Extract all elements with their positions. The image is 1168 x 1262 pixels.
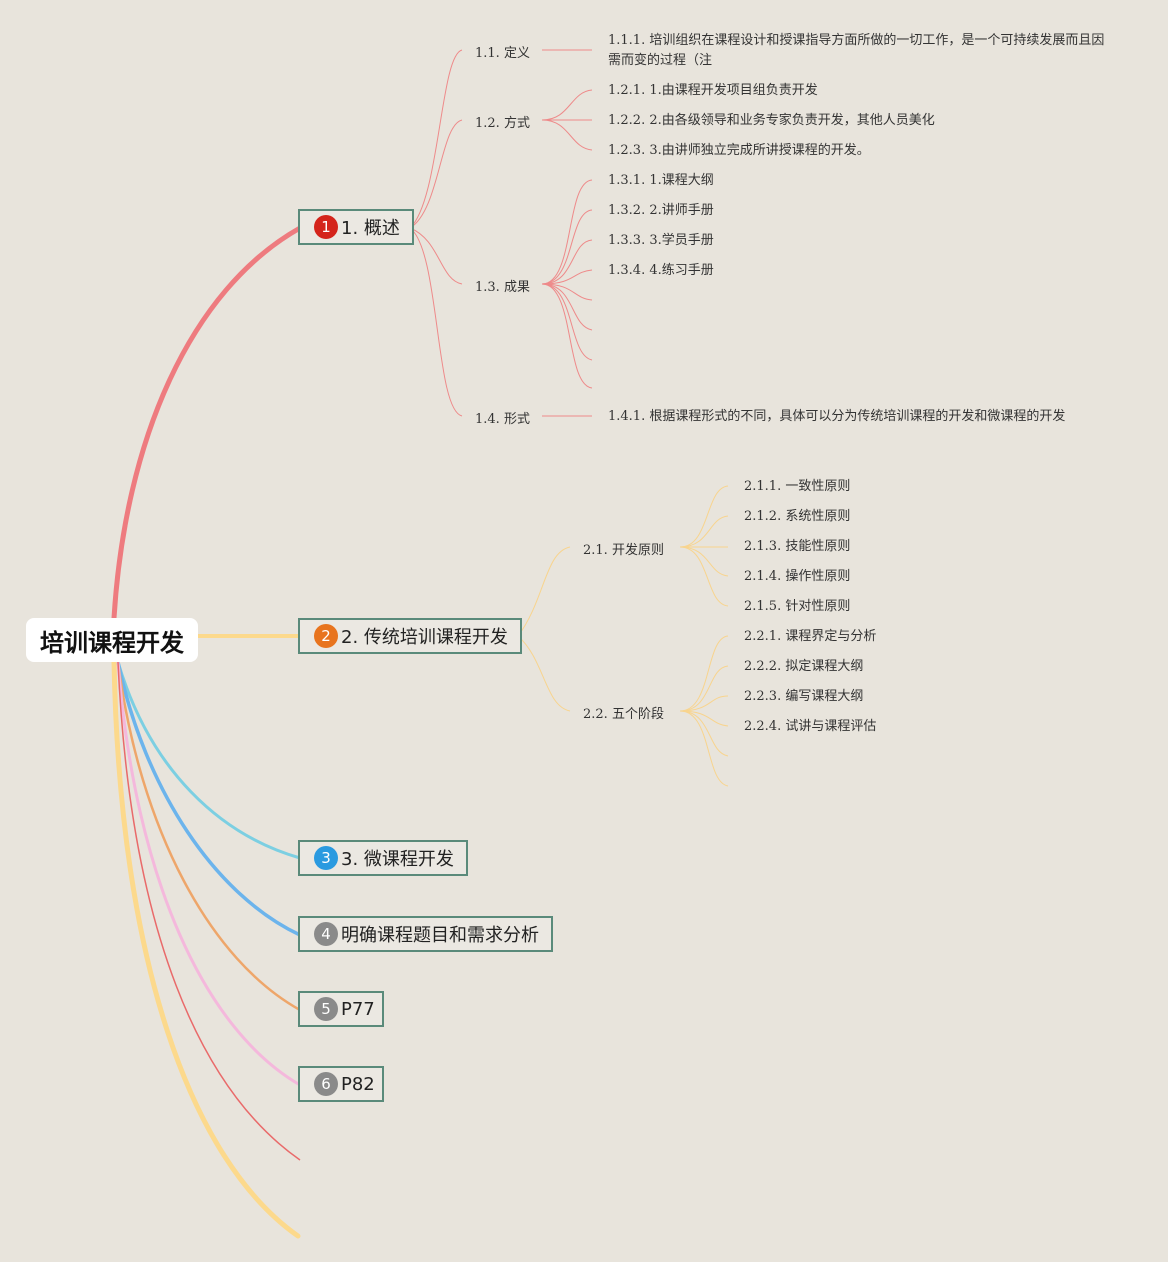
- topic-p82[interactable]: 6 P82: [298, 1066, 384, 1102]
- subtopic-definition[interactable]: 1.1. 定义: [475, 46, 530, 61]
- number-badge-2: 2: [314, 624, 338, 648]
- topic-overview-label: 1. 概述: [341, 218, 400, 239]
- leaf-1-3-4[interactable]: 1.3.4. 4.练习手册: [608, 263, 714, 278]
- leaf-2-2-3[interactable]: 2.2.3. 编写课程大纲: [744, 689, 864, 704]
- number-badge-3: 3: [314, 846, 338, 870]
- leaf-1-1-1[interactable]: 1.1.1. 培训组织在课程设计和授课指导方面所做的一切工作，是一个可持续发展而…: [608, 33, 1105, 68]
- topic-traditional-course[interactable]: 2 2. 传统培训课程开发: [298, 618, 522, 654]
- branch-line-1: [111, 225, 303, 621]
- topic-micro-course-label: 3. 微课程开发: [341, 849, 454, 870]
- leaf-2-2-1[interactable]: 2.2.1. 课程界定与分析: [744, 629, 877, 644]
- number-badge-1: 1: [314, 215, 338, 239]
- subtopic-method[interactable]: 1.2. 方式: [475, 116, 530, 131]
- branch-line-7: [117, 661, 301, 1161]
- leaf-2-2-2[interactable]: 2.2.2. 拟定课程大纲: [744, 659, 864, 674]
- number-badge-5: 5: [314, 997, 338, 1021]
- leaf-2-1-5[interactable]: 2.1.5. 针对性原则: [744, 599, 851, 614]
- subtopic-dev-principles[interactable]: 2.1. 开发原则: [583, 543, 664, 558]
- leaf-2-1-2[interactable]: 2.1.2. 系统性原则: [744, 509, 851, 524]
- topic-p77[interactable]: 5 P77: [298, 991, 384, 1027]
- leaf-1-3-2[interactable]: 1.3.2. 2.讲师手册: [608, 203, 714, 218]
- leaf-1-2-1[interactable]: 1.2.1. 1.由课程开发项目组负责开发: [608, 83, 818, 98]
- branch-line-4: [116, 661, 301, 937]
- topic-p82-label: P82: [341, 1073, 375, 1095]
- leaf-2-1-4[interactable]: 2.1.4. 操作性原则: [744, 569, 851, 584]
- number-badge-4: 4: [314, 922, 338, 946]
- leaf-2-2-4[interactable]: 2.2.4. 试讲与课程评估: [744, 719, 877, 734]
- leaf-1-4-1[interactable]: 1.4.1. 根据课程形式的不同，具体可以分为传统培训课程的开发和微课程的开发: [608, 409, 1066, 424]
- leaf-1-2-2[interactable]: 1.2.2. 2.由各级领导和业务专家负责开发，其他人员美化: [608, 113, 935, 128]
- topic-p77-label: P77: [341, 998, 375, 1020]
- topic-needs-analysis-label: 明确课程题目和需求分析: [341, 925, 539, 946]
- topic-needs-analysis[interactable]: 4 明确课程题目和需求分析: [298, 916, 553, 952]
- leaf-1-3-3[interactable]: 1.3.3. 3.学员手册: [608, 233, 714, 248]
- branch-line-6: [116, 661, 301, 1087]
- branch-line-3: [116, 661, 301, 860]
- leaf-2-1-1[interactable]: 2.1.1. 一致性原则: [744, 479, 851, 494]
- number-badge-6: 6: [314, 1072, 338, 1096]
- branch-line-8: [111, 659, 301, 1239]
- branch-line-5: [116, 661, 301, 1012]
- subtopic-outcome[interactable]: 1.3. 成果: [475, 280, 530, 295]
- subtopic-five-stages[interactable]: 2.2. 五个阶段: [583, 707, 664, 722]
- topic-micro-course[interactable]: 3 3. 微课程开发: [298, 840, 468, 876]
- leaf-1-3-1[interactable]: 1.3.1. 1.课程大纲: [608, 173, 714, 188]
- subtopic-form[interactable]: 1.4. 形式: [475, 412, 530, 427]
- leaf-1-2-3[interactable]: 1.2.3. 3.由讲师独立完成所讲授课程的开发。: [608, 143, 870, 158]
- leaf-2-1-3[interactable]: 2.1.3. 技能性原则: [744, 539, 851, 554]
- root-topic[interactable]: 培训课程开发: [26, 618, 198, 662]
- topic-overview[interactable]: 1 1. 概述: [298, 209, 414, 245]
- topic-traditional-course-label: 2. 传统培训课程开发: [341, 627, 508, 648]
